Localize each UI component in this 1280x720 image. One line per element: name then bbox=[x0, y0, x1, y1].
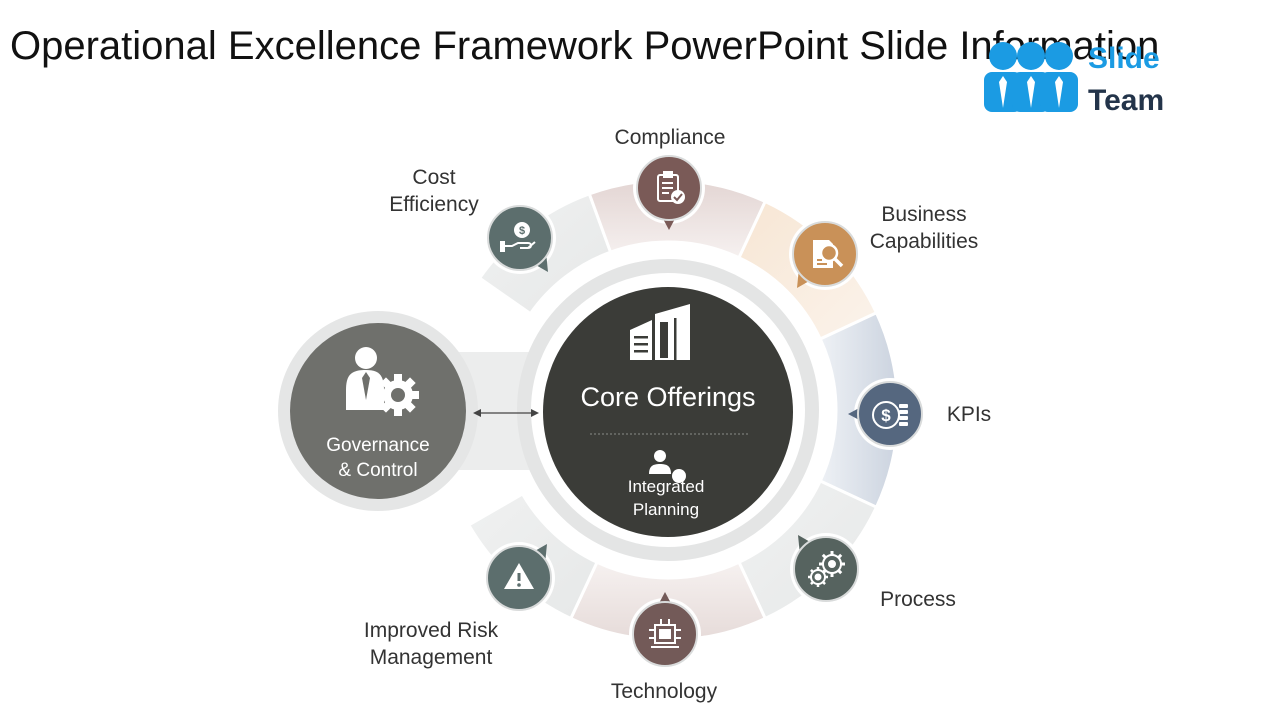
label-business-capabilities: Business Capabilities bbox=[850, 201, 998, 255]
document-search-icon bbox=[813, 240, 844, 268]
label-technology: Technology bbox=[610, 680, 718, 703]
svg-text:$: $ bbox=[881, 406, 891, 425]
inner-grey-ring bbox=[517, 259, 819, 561]
label-business-line2: Capabilities bbox=[869, 230, 979, 253]
label-cost-efficiency: Cost Efficiency bbox=[356, 164, 512, 218]
badge-business[interactable] bbox=[789, 218, 861, 290]
people-icon bbox=[984, 42, 1078, 112]
coins-dollar-icon: $ bbox=[872, 401, 908, 429]
badge-circle bbox=[487, 205, 553, 271]
badge-compliance[interactable] bbox=[633, 152, 705, 230]
badge-circle bbox=[857, 381, 923, 447]
item-badges: $$ bbox=[483, 152, 926, 670]
label-cost-line1: Cost bbox=[412, 166, 456, 189]
label-risk-line2: Management bbox=[369, 646, 493, 669]
person-gear-icon bbox=[346, 347, 419, 416]
badge-risk[interactable] bbox=[483, 542, 555, 614]
core-circle[interactable] bbox=[543, 287, 793, 537]
label-business-line1: Business bbox=[881, 203, 967, 226]
label-cost-line2: Efficiency bbox=[389, 193, 479, 216]
double-arrow bbox=[473, 409, 539, 417]
slideteam-logo: Slide Team bbox=[982, 38, 1182, 118]
badge-process[interactable] bbox=[790, 533, 862, 605]
gears-icon bbox=[808, 551, 845, 587]
governance-label: Governance & Control bbox=[298, 433, 458, 483]
governance-circle[interactable] bbox=[290, 323, 466, 499]
badge-circle bbox=[793, 536, 859, 602]
clipboard-check-icon bbox=[657, 171, 685, 204]
label-risk-management: Improved Risk Management bbox=[340, 617, 522, 671]
governance-line2: & Control bbox=[338, 460, 418, 481]
hand-dollar-icon: $ bbox=[500, 222, 536, 252]
badge-cost[interactable]: $ bbox=[484, 202, 556, 274]
core-subtitle: Integrated Planning bbox=[596, 475, 736, 521]
label-process: Process bbox=[880, 588, 956, 611]
building-icon bbox=[630, 304, 690, 360]
badge-kpis[interactable]: $ bbox=[848, 378, 926, 450]
core-subtitle-line1: Integrated bbox=[627, 477, 705, 496]
core-subtitle-line2: Planning bbox=[632, 500, 700, 519]
core-title: Core Offerings bbox=[580, 382, 756, 412]
label-kpis: KPIs bbox=[946, 403, 992, 426]
svg-text:$: $ bbox=[519, 225, 525, 237]
circuit-icon bbox=[649, 619, 681, 648]
logo-line1: Slide bbox=[1088, 42, 1160, 75]
person-dollar-icon bbox=[649, 450, 686, 483]
slide-title: Operational Excellence Framework PowerPo… bbox=[10, 24, 1160, 68]
label-risk-line1: Improved Risk bbox=[363, 619, 499, 642]
badge-technology[interactable] bbox=[629, 592, 701, 670]
warning-icon bbox=[504, 563, 534, 589]
governance-line1: Governance bbox=[326, 435, 430, 456]
logo-line2: Team bbox=[1088, 84, 1165, 117]
label-compliance: Compliance bbox=[614, 126, 726, 149]
